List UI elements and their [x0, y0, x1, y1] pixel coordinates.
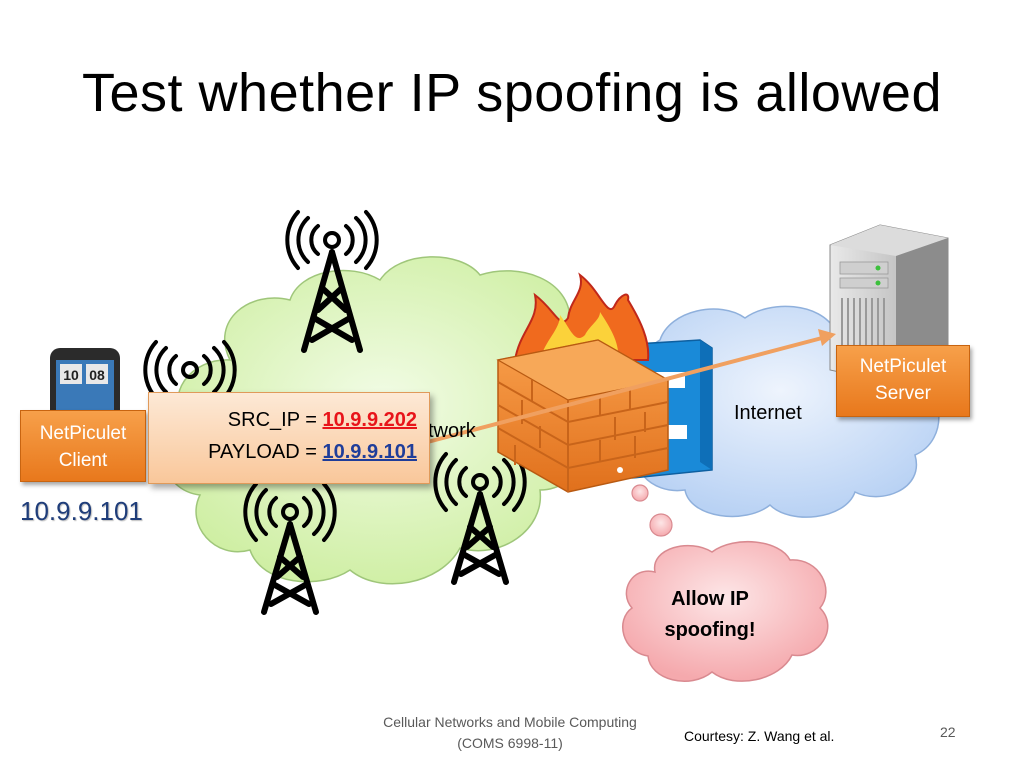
slide-footer: Cellular Networks and Mobile Computing (…	[350, 712, 670, 754]
footer-line2: (COMS 6998-11)	[457, 735, 563, 751]
phone-clock-hours: 10	[63, 367, 79, 383]
client-label-line2: Client	[58, 450, 108, 471]
packet-payload-row: PAYLOAD = 10.9.9.101	[208, 441, 417, 464]
client-label-line1: NetPiculet	[39, 423, 127, 444]
cell-tower-icon	[243, 482, 337, 615]
server-label-line2: Server	[875, 383, 931, 404]
packet-src-label: SRC_IP =	[227, 409, 317, 431]
spoofed-packet-box: SRC_IP = 10.9.9.202 PAYLOAD = 10.9.9.101	[148, 392, 430, 484]
client-label-box: NetPiculet Client	[20, 410, 146, 482]
cell-tower-icon	[433, 452, 527, 585]
cellular-network-label: twork	[428, 420, 476, 442]
packet-src-value: 10.9.9.202	[322, 409, 417, 431]
courtesy-note: Courtesy: Z. Wang et al.	[684, 728, 835, 744]
footer-line1: Cellular Networks and Mobile Computing	[383, 714, 637, 730]
thought-bubble-text: Allow IP spoofing!	[650, 584, 770, 646]
packet-payload-label: PAYLOAD =	[208, 441, 317, 463]
page-number: 22	[940, 724, 956, 740]
thought-line1: Allow IP	[671, 588, 749, 610]
thought-bubble	[622, 484, 829, 682]
phone-clock-minutes: 08	[89, 367, 105, 383]
packet-src-row: SRC_IP = 10.9.9.202	[228, 409, 417, 432]
internet-label: Internet	[734, 402, 802, 424]
client-ip-label: 10.9.9.101	[20, 496, 143, 526]
thought-line2: spoofing!	[664, 619, 756, 641]
server-label-box: NetPiculet Server	[836, 345, 970, 417]
slide-title: Test whether IP spoofing is allowed	[82, 63, 942, 123]
packet-payload-value: 10.9.9.101	[322, 441, 417, 463]
cell-tower-icon	[285, 210, 379, 353]
server-label-line1: NetPiculet	[859, 356, 947, 377]
packet-path-arrow	[419, 329, 836, 446]
